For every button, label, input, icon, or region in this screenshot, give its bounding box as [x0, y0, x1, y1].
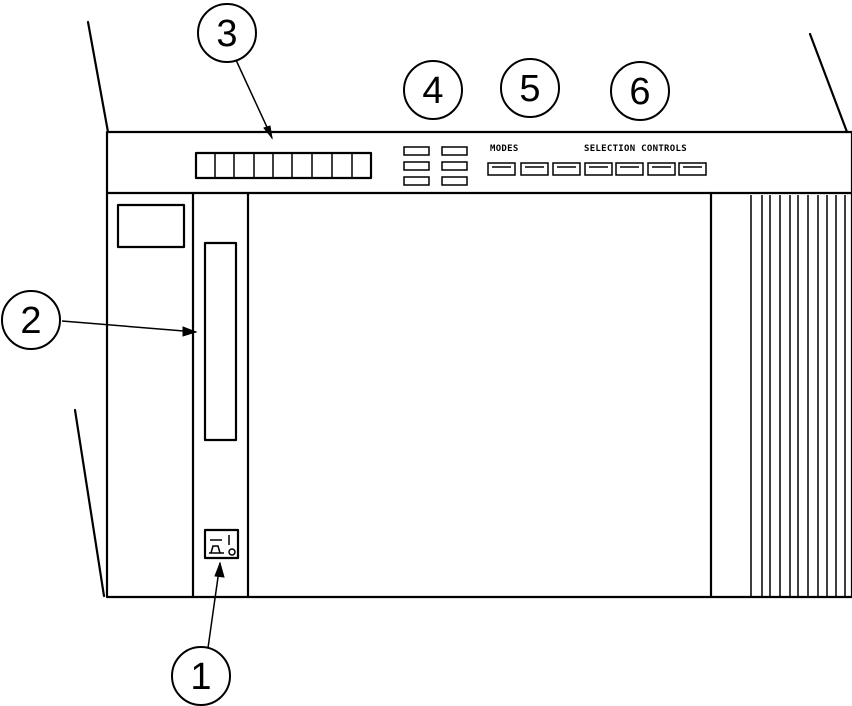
- callout-1: 1: [171, 646, 231, 706]
- callout-3-number: 3: [216, 13, 237, 55]
- callout-2-number: 2: [20, 300, 41, 342]
- callout-3: 3: [197, 3, 257, 63]
- callout-6: 6: [610, 61, 670, 121]
- leader-lines: [61, 59, 273, 649]
- power-switch: [203, 528, 240, 560]
- button-group: [403, 146, 468, 186]
- callout-5-number: 5: [519, 68, 540, 110]
- selection-keys: [552, 162, 707, 176]
- callout-5: 5: [500, 58, 560, 118]
- cabinet-perspective-edges: [73, 20, 849, 598]
- indicator-strip: [194, 151, 373, 180]
- mode-keys: [487, 162, 549, 176]
- callout-4-number: 4: [422, 70, 443, 112]
- modes-label: MODES: [490, 144, 519, 154]
- selection-controls-label: SELECTION CONTROLS: [584, 144, 687, 154]
- callout-2: 2: [1, 290, 61, 350]
- cabinet-body: [105, 130, 852, 599]
- callout-4: 4: [403, 60, 463, 120]
- card-slot: [203, 241, 238, 442]
- callout-6-number: 6: [629, 71, 650, 113]
- vent-slats: [750, 195, 846, 597]
- front-window: [116, 203, 186, 249]
- callout-1-number: 1: [190, 656, 211, 698]
